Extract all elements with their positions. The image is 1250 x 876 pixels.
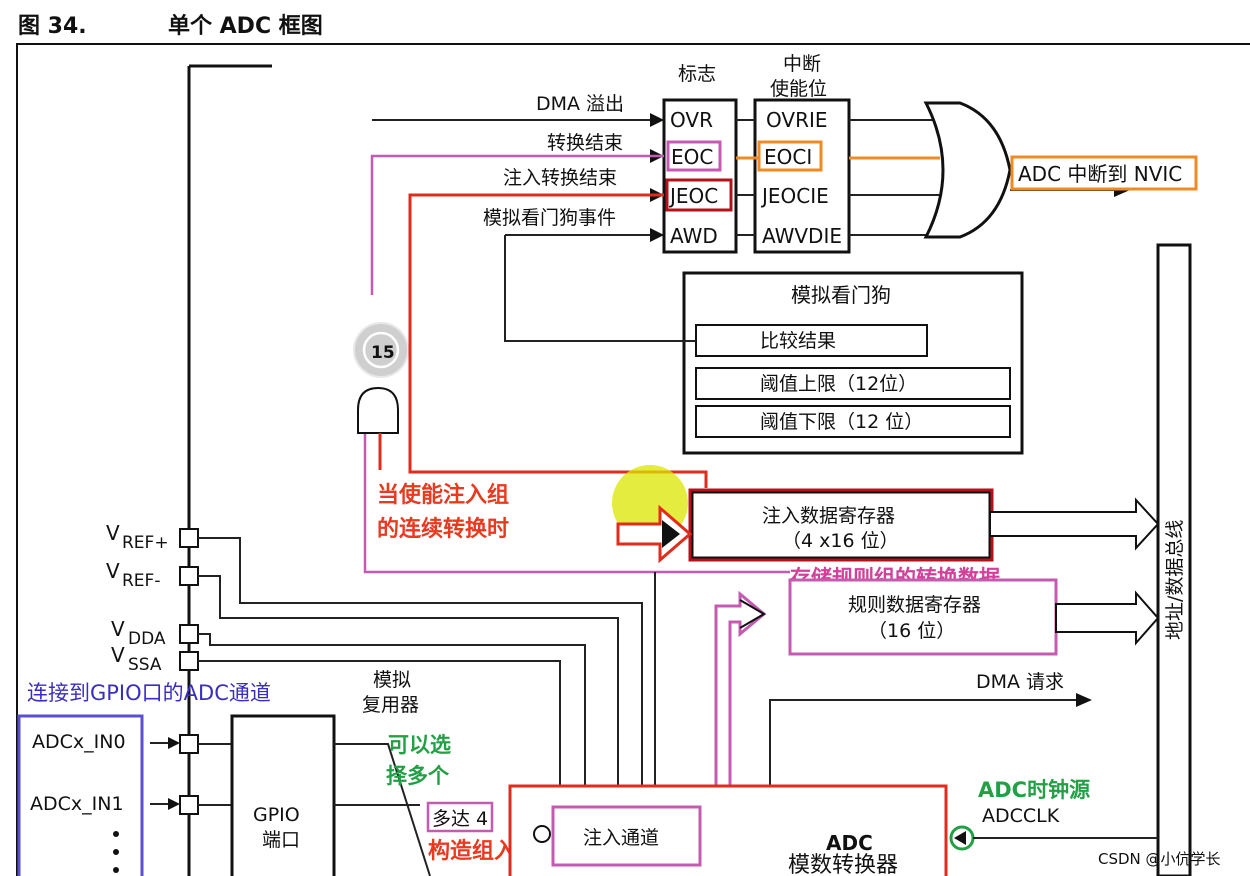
adcclk-label: ADCCLK [982, 805, 1060, 827]
address-data-bus [1156, 243, 1192, 876]
adcclk-input-arrow [954, 831, 966, 845]
interrupt-header-line1: 中断 [783, 53, 821, 75]
injected-to-bus-arrow [989, 497, 1160, 551]
interrupt-enable-box [753, 98, 851, 254]
injected-channel: 注入通道 [583, 827, 659, 849]
replay-badge-number: 15 [371, 343, 395, 363]
selectable-note-line2: 择多个 [386, 764, 450, 788]
gpio-port-box [230, 714, 336, 876]
svg-text:V: V [111, 643, 125, 667]
and-gate [357, 386, 399, 434]
injected-channel-box [551, 805, 702, 867]
vdda-pin: V DDA [111, 617, 199, 649]
flag-ovr: OVR [670, 108, 713, 132]
injected-input-arrow [616, 504, 693, 564]
flag-eoc: EOC [671, 145, 713, 169]
enable-eoci: EOCI [764, 145, 812, 169]
awd-feedback-line [504, 235, 696, 342]
dma-request-label: DMA 请求 [976, 671, 1064, 693]
injected-continuous-note-line2: 的连续转换时 [377, 516, 509, 542]
address-data-bus-label: 地址/数据总线 [1164, 520, 1186, 640]
eoc-feedback-path [370, 154, 664, 295]
svg-text:REF+: REF+ [122, 533, 169, 553]
svg-text:DDA: DDA [128, 629, 166, 649]
injected-channel-input [533, 825, 551, 843]
adc-block-line1: ADC [826, 831, 873, 855]
flags-box [662, 98, 738, 254]
flag-jeoc: JEOC [668, 184, 718, 208]
regular-register-line1: 规则数据寄存器 [848, 594, 981, 616]
mux-lines [334, 743, 431, 876]
interrupt-or-gate [849, 101, 1012, 239]
injected-data-register [690, 490, 992, 560]
vref-minus-pin: V REF- [106, 559, 199, 591]
gpio-channels-note: 连接到GPIO口的ADC通道 [27, 681, 271, 705]
input-arrows [150, 734, 232, 815]
svg-text:REF-: REF- [122, 571, 160, 591]
injected-register-line2: （4 x16 位） [782, 530, 899, 552]
enable-ovrie: OVRIE [766, 108, 828, 132]
svg-text:V: V [106, 521, 120, 545]
enable-eoci-highlight [757, 140, 823, 172]
adc-block-line2: 模数转换器 [788, 853, 898, 876]
input-in1: ADCx_IN1 [30, 793, 124, 815]
high-threshold: 阈值上限（12位） [760, 373, 917, 395]
input-channels-box [17, 714, 144, 876]
injected-continuous-note-line1: 当使能注入组 [377, 482, 509, 508]
watermark: CSDN @小伉学长 [1098, 850, 1221, 868]
dma-request-arrow [1076, 693, 1092, 707]
watchdog-title: 模拟看门狗 [791, 283, 891, 307]
flags-header: 标志 [678, 63, 716, 85]
regular-to-bus-arrow [1055, 590, 1160, 646]
replay-badge[interactable]: 15 [353, 322, 409, 378]
gpio-port-line1: GPIO [253, 804, 300, 826]
event-dma-overrun: DMA 溢出 [536, 93, 624, 115]
injected-register-line1: 注入数据寄存器 [762, 505, 895, 527]
injected-arrow-head [662, 520, 680, 548]
analog-mux-line2: 复用器 [362, 694, 419, 716]
compare-result-box [695, 324, 928, 357]
up-to-4: 多达 4 [432, 808, 488, 830]
clock-source-note: ADC时钟源 [978, 778, 1090, 802]
gpio-port-line2: 端口 [262, 829, 300, 851]
flag-awd: AWD [670, 224, 718, 248]
dma-request-line [769, 699, 1078, 790]
regular-pipe-head [739, 599, 766, 629]
jeoc-feedback-path [408, 193, 708, 488]
more-inputs-ellipsis [113, 831, 119, 873]
vssa-pin: V SSA [111, 643, 199, 675]
figure-title: 单个 ADC 框图 [168, 14, 323, 39]
enable-jeocie: JEOCIE [760, 184, 829, 208]
low-threshold: 阈值下限（12 位） [760, 411, 923, 433]
nvic-label: ADC 中断到 NVIC [1018, 162, 1182, 186]
up-to-4-box [426, 801, 494, 833]
svg-text:V: V [111, 617, 125, 641]
vref-plus-pin: V REF+ [106, 521, 199, 553]
event-eoc: 转换结束 [547, 132, 623, 154]
input-in0: ADCx_IN0 [32, 731, 126, 753]
event-jeoc: 注入转换结束 [503, 167, 617, 189]
eoc-lower-path [363, 430, 790, 574]
analog-mux-line1: 模拟 [373, 669, 411, 691]
svg-text:V: V [106, 559, 120, 583]
event-awd: 模拟看门狗事件 [483, 207, 616, 229]
high-threshold-box [695, 367, 1011, 400]
interrupt-header-line2: 使能位 [770, 78, 827, 100]
compare-result: 比较结果 [760, 330, 836, 352]
nvic-label-box [1010, 155, 1198, 191]
regular-data-register [788, 578, 1058, 656]
flag-jeoc-highlight [665, 178, 733, 212]
regular-register-line2: （16 位） [868, 620, 955, 642]
flag-eoc-highlight [666, 140, 722, 172]
flag-to-enable-lines [736, 119, 759, 236]
low-threshold-box [695, 405, 1011, 438]
enable-awvdie: AWVDIE [762, 224, 842, 248]
selectable-note-line1: 可以选 [388, 733, 451, 757]
figure-number: 图 34. [18, 14, 87, 39]
svg-text:SSA: SSA [128, 655, 162, 675]
